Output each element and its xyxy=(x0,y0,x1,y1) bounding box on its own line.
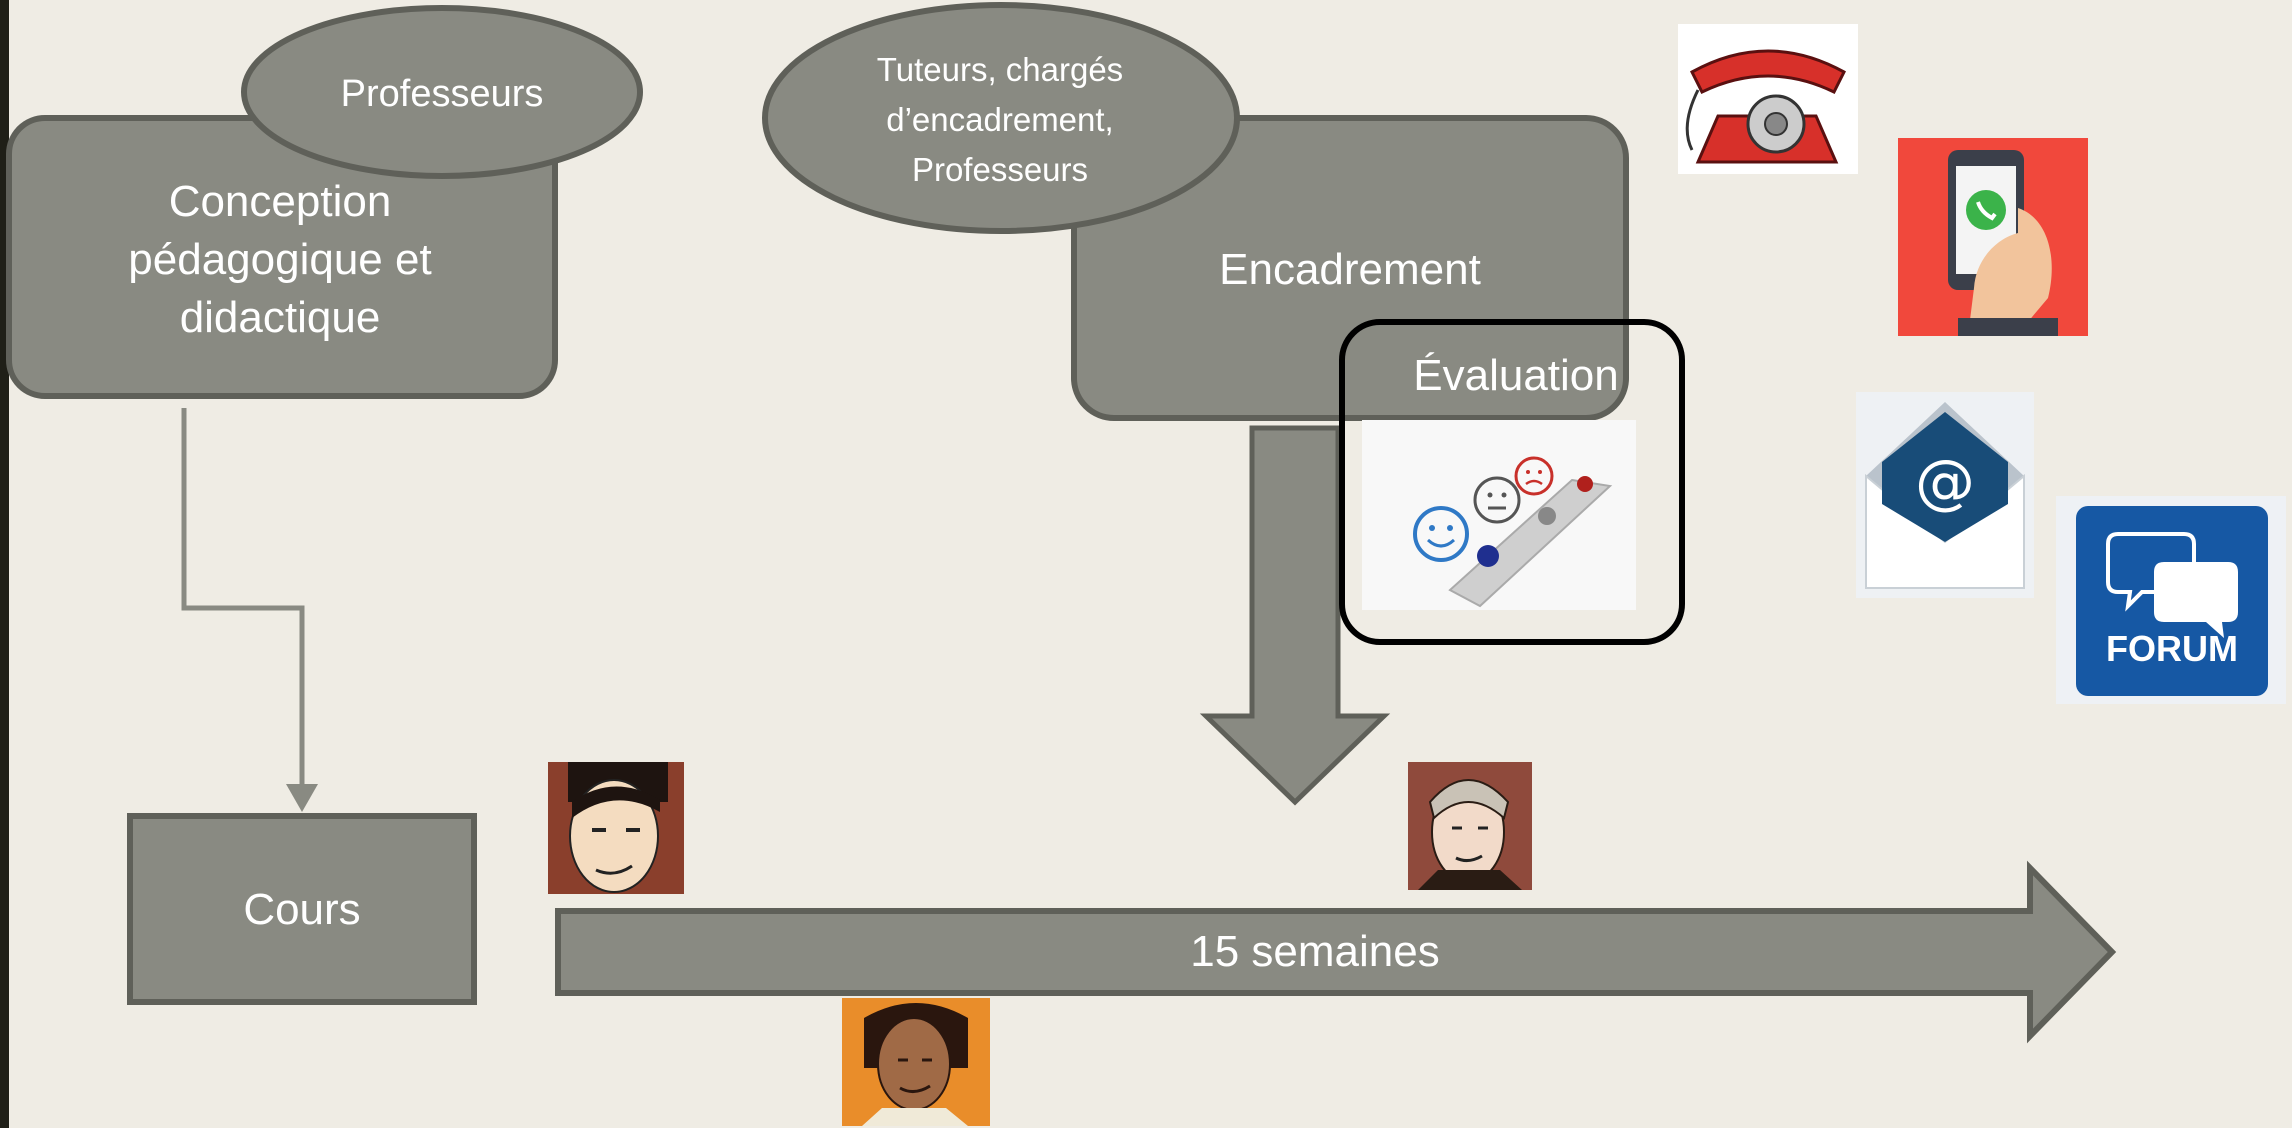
telephone-icon xyxy=(1678,24,1858,174)
cours-box xyxy=(127,813,477,1005)
conception-label: Conception pédagogique et didactique xyxy=(128,177,432,342)
left-edge-bar xyxy=(0,0,9,1128)
encadrement-label: Encadrement xyxy=(1219,245,1481,294)
connector-line xyxy=(181,408,305,790)
evaluation-label: Évaluation xyxy=(1413,351,1619,400)
smartphone-call-icon xyxy=(1898,138,2088,336)
forum-label: FORUM xyxy=(2106,628,2238,669)
connector-arrowhead xyxy=(286,784,318,812)
avatar-woman-1 xyxy=(1408,762,1532,890)
email-at-symbol: @ xyxy=(1915,447,1975,517)
encadrement-box xyxy=(1071,115,1629,421)
forum-icon: FORUM xyxy=(2056,496,2286,704)
professeurs-label: Professeurs xyxy=(340,72,544,115)
professeurs-ellipse xyxy=(241,5,643,179)
smiley-rating-icon xyxy=(1362,420,1636,610)
email-icon: @ xyxy=(1856,392,2034,598)
evaluation-frame xyxy=(1339,319,1685,645)
tuteurs-ellipse xyxy=(762,2,1240,234)
avatar-man xyxy=(548,762,684,894)
cours-label: Cours xyxy=(243,885,361,934)
timeline-arrow xyxy=(555,860,2117,1044)
timeline-label: 15 semaines xyxy=(1190,927,1440,976)
avatar-woman-2 xyxy=(842,998,990,1126)
tuteurs-label: Tuteurs, chargés d’encadrement, Professe… xyxy=(876,51,1124,188)
down-arrow xyxy=(1199,425,1391,806)
